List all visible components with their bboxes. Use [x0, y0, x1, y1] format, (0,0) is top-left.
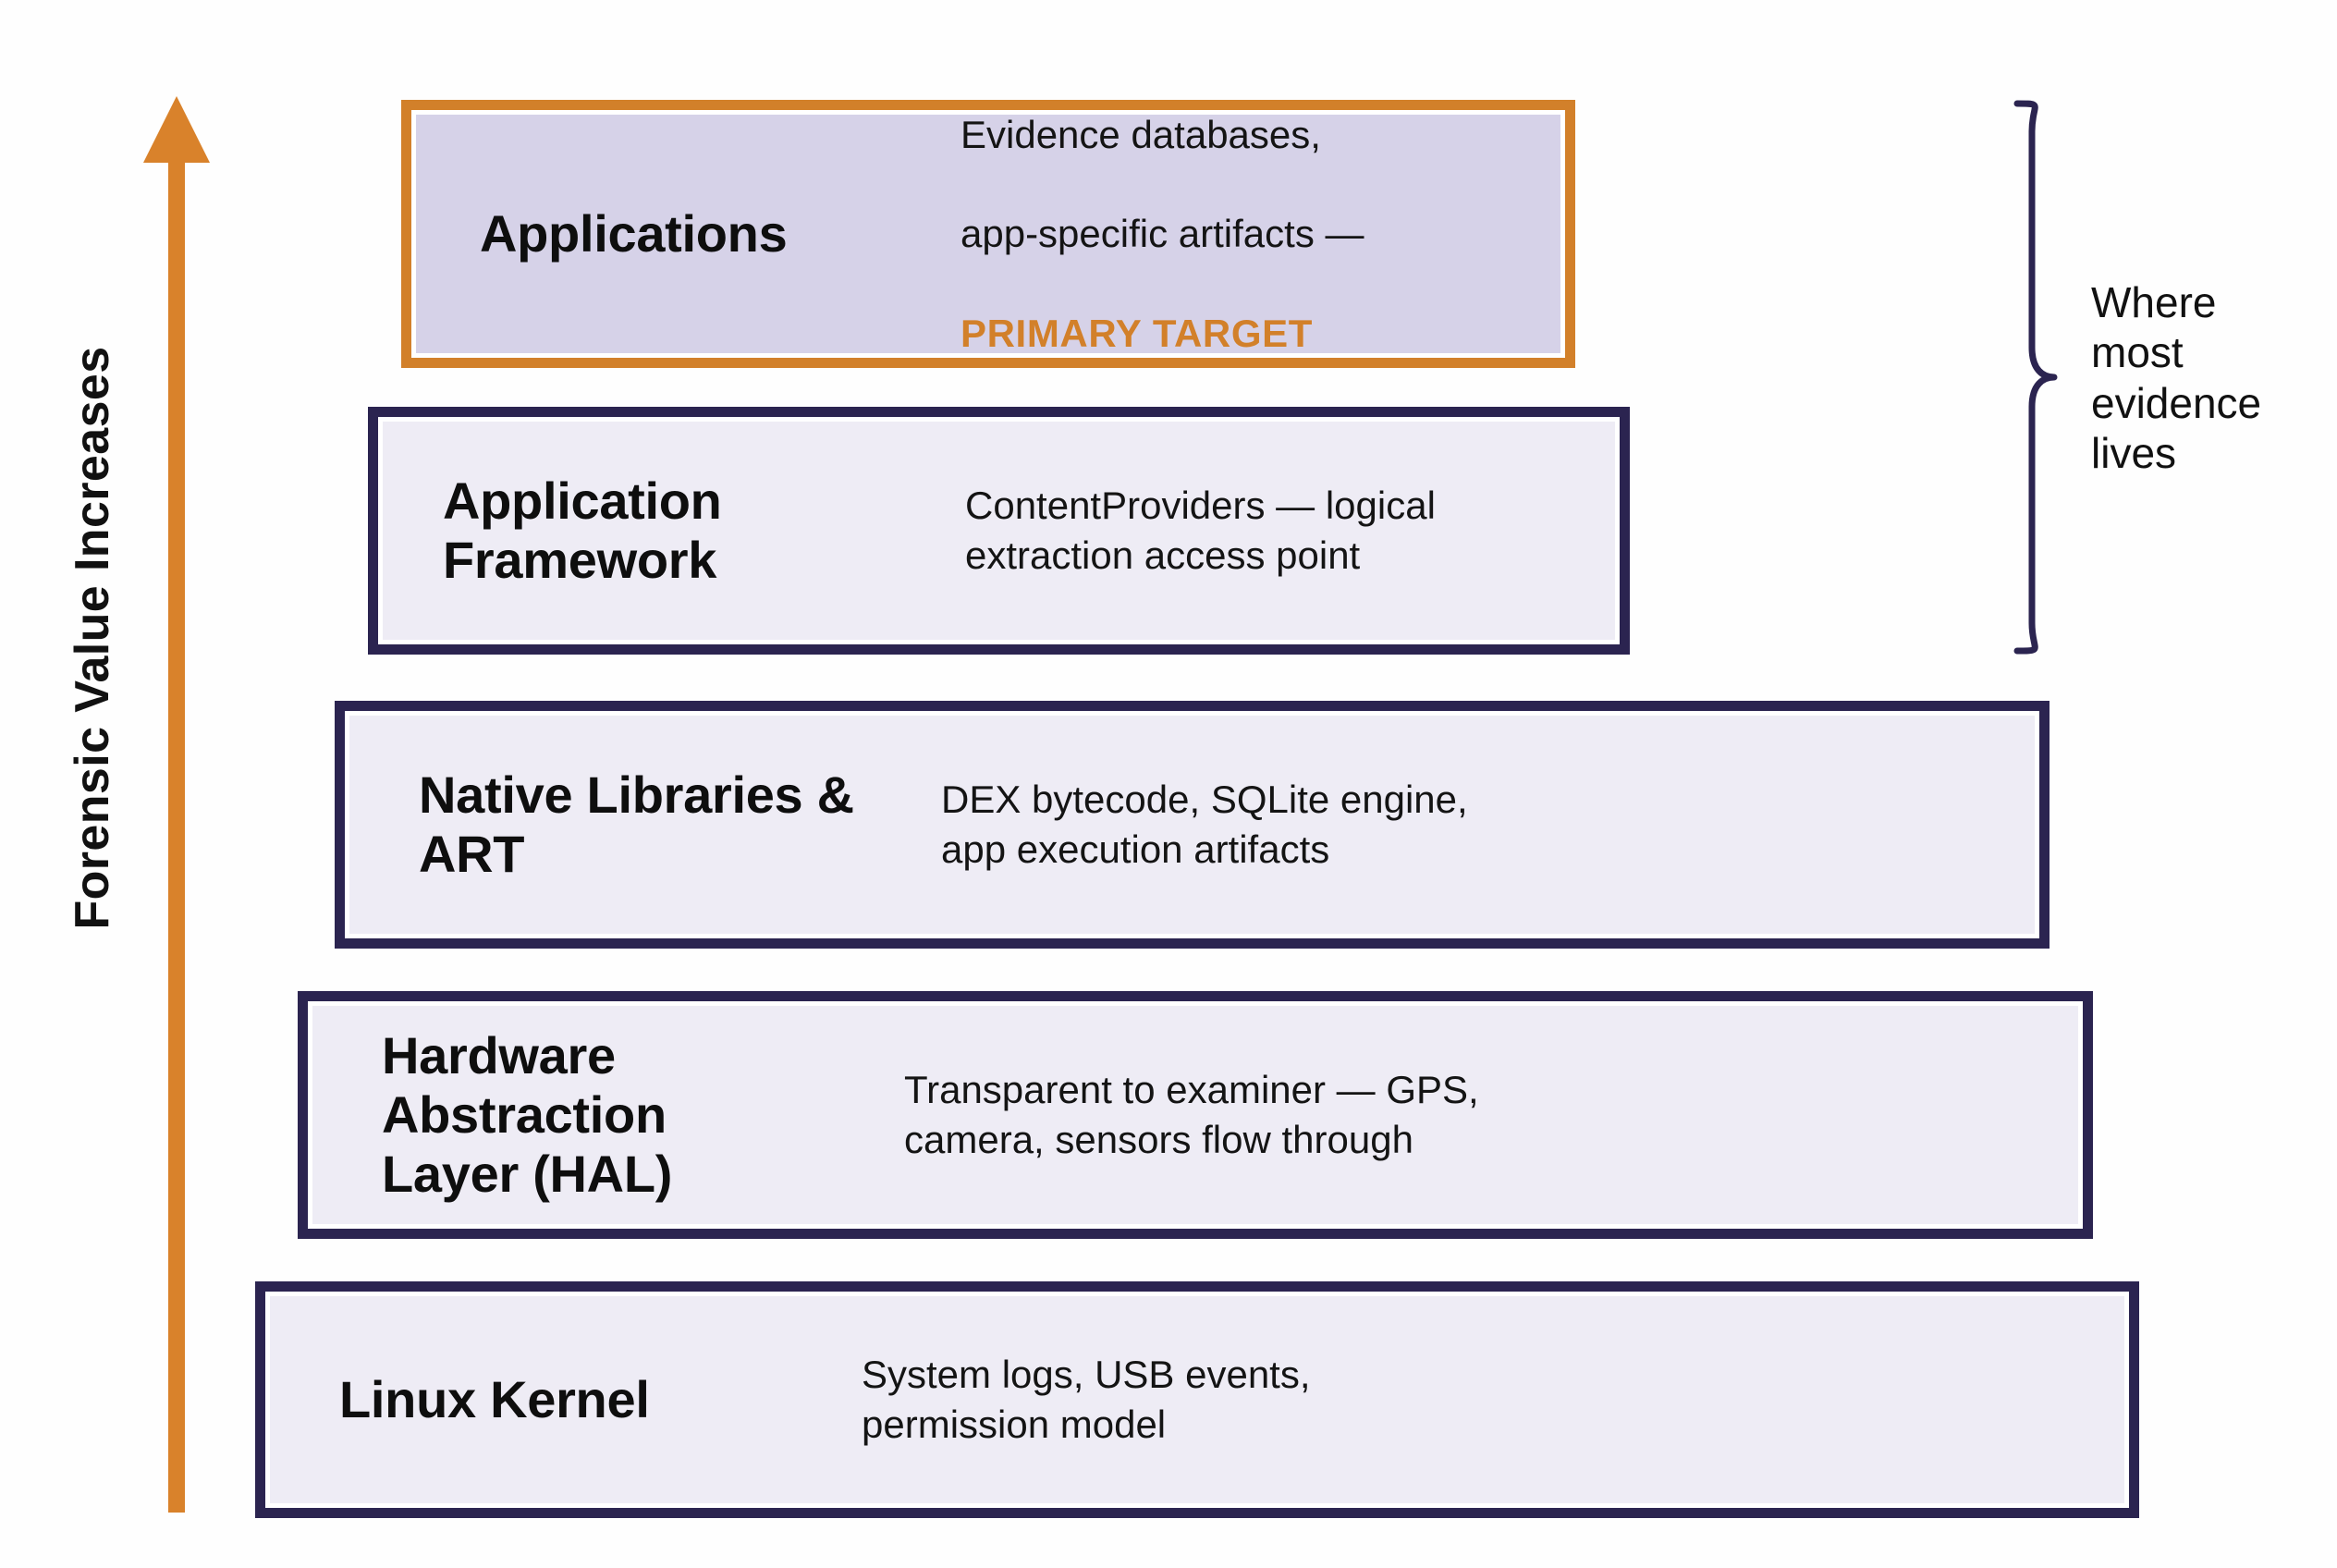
layer-linux-kernel[interactable]: Linux Kernel System logs, USB events, pe…: [255, 1281, 2139, 1518]
arrow-head-icon: [143, 96, 210, 163]
layer-linux-kernel-title: Linux Kernel: [339, 1370, 650, 1429]
primary-target-badge: PRIMARY TARGET: [960, 311, 1313, 355]
layer-applications-description: Evidence databases, app-specific artifac…: [960, 60, 1364, 408]
layer-hardware-abstraction-title: Hardware Abstraction Layer (HAL): [382, 1026, 673, 1203]
layer-applications-desc-line-2: app-specific artifacts —: [960, 212, 1364, 256]
forensic-value-arrow-icon: [143, 96, 210, 1513]
layer-hardware-abstraction[interactable]: Hardware Abstraction Layer (HAL) Transpa…: [298, 991, 2093, 1239]
arrow-shaft: [168, 155, 185, 1513]
layer-application-framework-title: Application Framework: [443, 472, 722, 589]
evidence-scope-brace-icon: [2013, 100, 2071, 655]
layer-applications-desc-line-1: Evidence databases,: [960, 112, 1321, 156]
layer-hardware-abstraction-description: Transparent to examiner — GPS, camera, s…: [904, 1068, 1479, 1161]
layer-applications-title: Applications: [480, 204, 788, 263]
layer-application-framework[interactable]: Application Framework ContentProviders —…: [368, 407, 1630, 655]
layer-application-framework-description: ContentProviders — logical extraction ac…: [965, 484, 1436, 577]
layer-native-libraries-description: DEX bytecode, SQLite engine, app executi…: [941, 778, 1468, 871]
layer-native-libraries-title: Native Libraries & ART: [419, 766, 854, 883]
layer-linux-kernel-description: System logs, USB events, permission mode…: [862, 1353, 1311, 1446]
layer-native-libraries[interactable]: Native Libraries & ART DEX bytecode, SQL…: [335, 701, 2049, 949]
axis-label: Forensic Value Increases: [66, 346, 119, 930]
evidence-scope-label: Where most evidence lives: [2091, 278, 2262, 477]
layer-applications[interactable]: Applications Evidence databases, app-spe…: [401, 100, 1575, 368]
